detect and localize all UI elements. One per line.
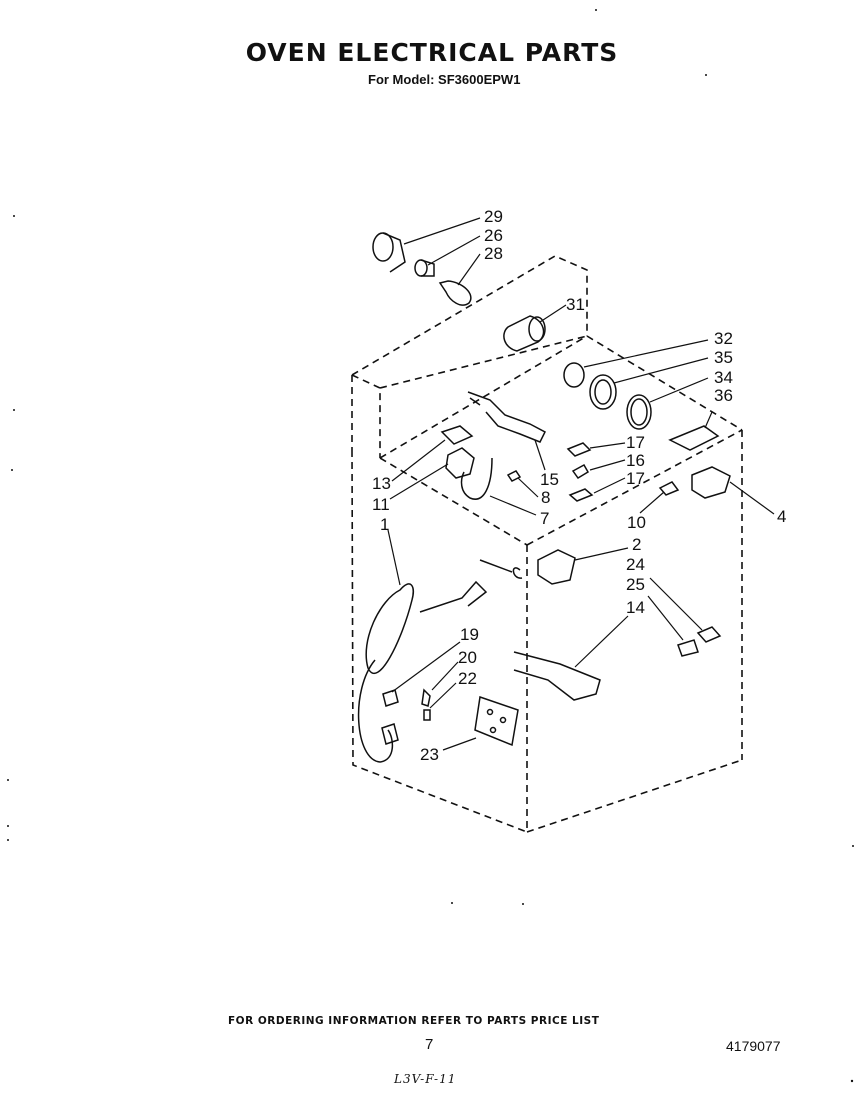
- callout-label: 10: [627, 513, 646, 532]
- callout-label: 24: [626, 555, 645, 574]
- callout-label: 34: [714, 368, 733, 387]
- callout-label: 29: [484, 207, 503, 226]
- ordering-note: FOR ORDERING INFORMATION REFER TO PARTS …: [228, 1015, 600, 1027]
- callout-label: 32: [714, 329, 733, 348]
- callout-label: 17: [626, 469, 645, 488]
- callout-numbers: 29 26 28 31 32 35 34 36 17 16 17 15 8 13…: [372, 207, 786, 764]
- callout-label: 14: [626, 598, 645, 617]
- callout-label: 4: [777, 507, 786, 526]
- callout-label: 7: [540, 509, 549, 528]
- callout-label: 28: [484, 244, 503, 263]
- callout-label: 11: [372, 495, 390, 514]
- callout-label: 16: [626, 451, 645, 470]
- callout-label: 22: [458, 669, 477, 688]
- callout-label: 13: [372, 474, 391, 493]
- part-drawings: [357, 232, 731, 763]
- callout-label: 15: [540, 470, 559, 489]
- cabinet-outline: [351, 255, 743, 833]
- callout-label: 17: [626, 433, 645, 452]
- callout-label: 31: [566, 295, 585, 314]
- scan-marks: [7, 9, 854, 1083]
- callout-label: 19: [460, 625, 479, 644]
- model-subtitle: For Model: SF3600EPW1: [368, 72, 521, 87]
- callout-label: 8: [541, 488, 550, 507]
- callout-label: 20: [458, 648, 477, 667]
- document-number: 4179077: [726, 1038, 781, 1054]
- callout-label: 26: [484, 226, 503, 245]
- leader-lines: [387, 217, 775, 751]
- callout-label: 36: [714, 386, 733, 405]
- handwritten-code: L3V-F-11: [394, 1072, 457, 1086]
- callout-label: 35: [714, 348, 733, 367]
- page-number: 7: [425, 1036, 434, 1053]
- callout-label: 23: [420, 745, 439, 764]
- callout-label: 2: [632, 535, 641, 554]
- callout-label: 25: [626, 575, 645, 594]
- callout-label: 1: [380, 515, 389, 534]
- page-title: OVEN ELECTRICAL PARTS: [245, 38, 619, 67]
